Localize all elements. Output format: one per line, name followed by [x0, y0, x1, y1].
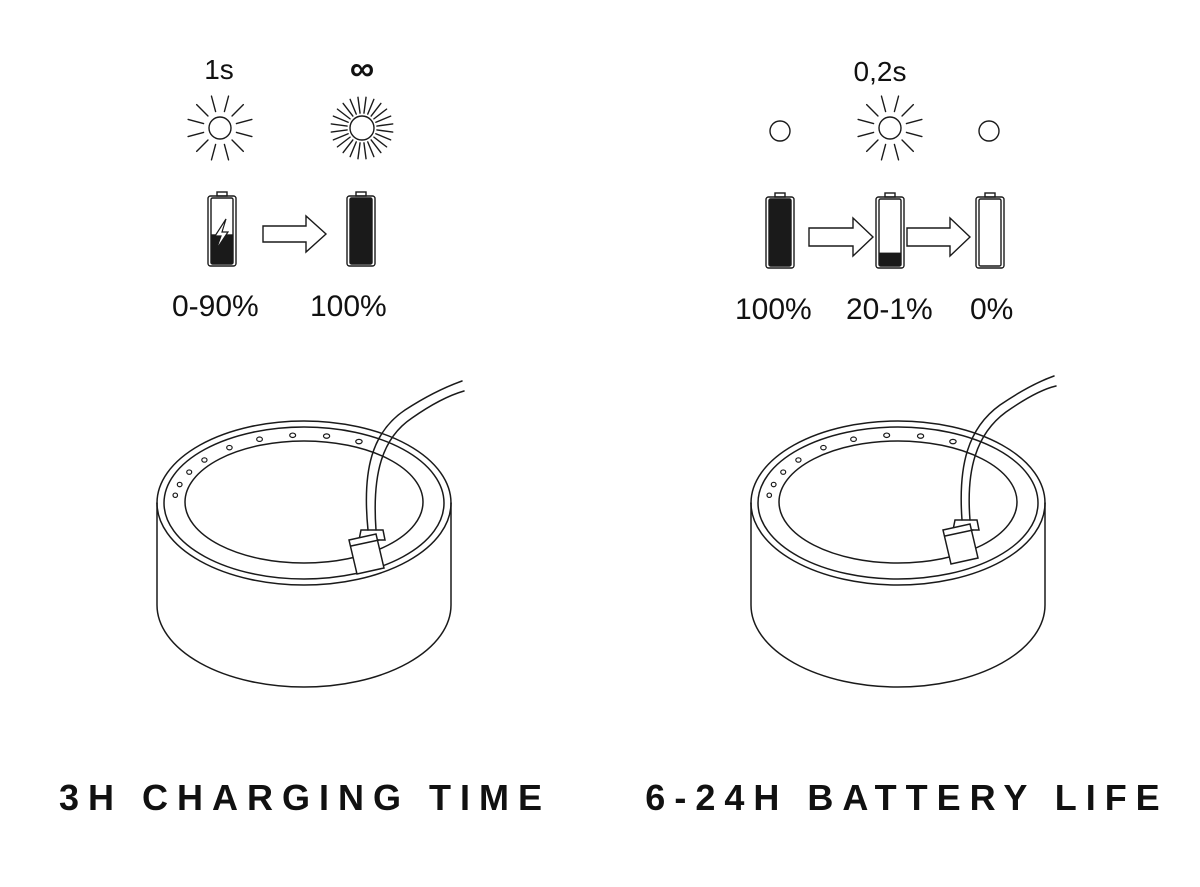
lamp-base-icon — [750, 420, 1046, 688]
percent-label-0: 0% — [970, 293, 1014, 326]
blink-label-0-2s: 0,2s — [853, 56, 907, 87]
battery-icon — [207, 191, 237, 267]
battery-icon — [975, 192, 1005, 269]
percent-label-100-left: 100% — [310, 290, 387, 323]
arrow-right-icon — [262, 214, 328, 254]
battery-icon — [875, 192, 905, 269]
blink-label-infinite: ∞ — [349, 50, 375, 88]
battery-icon — [346, 191, 376, 267]
light-steady-icon — [330, 96, 394, 160]
arrow-right-icon — [906, 216, 972, 258]
light-blink-icon — [857, 95, 923, 161]
light-off-icon — [769, 120, 791, 142]
light-off-icon — [978, 120, 1000, 142]
caption-battery-life: 6-24H BATTERY LIFE — [645, 777, 1169, 818]
percent-label-100-right: 100% — [735, 293, 812, 326]
percent-label-0-90: 0-90% — [172, 290, 259, 323]
cable-icon — [942, 375, 1057, 565]
percent-label-20-1: 20-1% — [846, 293, 933, 326]
arrow-right-icon — [808, 216, 875, 258]
caption-charging-time: 3H CHARGING TIME — [58, 777, 552, 818]
light-blink-icon — [187, 95, 253, 161]
cable-icon — [348, 380, 465, 575]
lamp-base-icon — [156, 420, 452, 688]
blink-label-1s: 1s — [204, 54, 234, 85]
battery-icon — [765, 192, 795, 269]
